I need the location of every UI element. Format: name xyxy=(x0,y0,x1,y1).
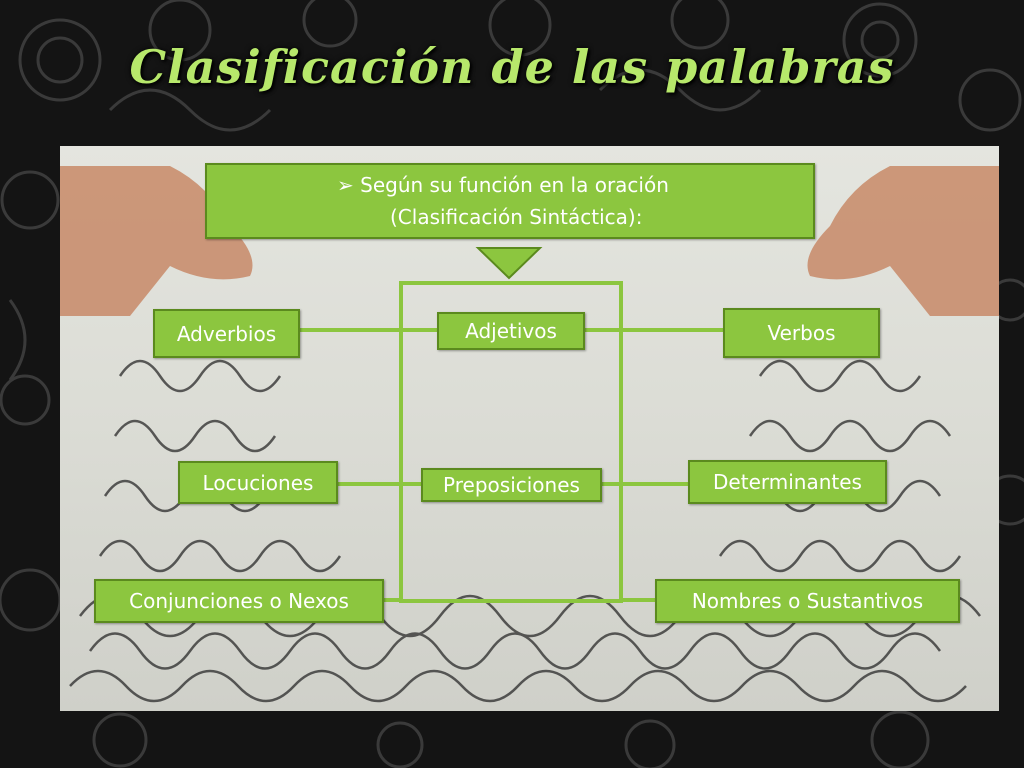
bullet-arrow-icon: ➢ xyxy=(337,173,354,197)
category-verbos: Verbos xyxy=(723,308,880,358)
category-adjetivos: Adjetivos xyxy=(437,312,585,350)
right-hand xyxy=(807,166,999,316)
category-adverbios: Adverbios xyxy=(153,309,300,358)
left-hand xyxy=(60,166,253,316)
category-nombres: Nombres o Sustantivos xyxy=(655,579,960,623)
header-line-1: Según su función en la oración xyxy=(360,173,669,197)
category-determinantes: Determinantes xyxy=(688,460,887,504)
header-line-2: (Clasificación Sintáctica): xyxy=(390,205,643,229)
category-conjunciones: Conjunciones o Nexos xyxy=(94,579,384,623)
category-locuciones: Locuciones xyxy=(178,461,338,504)
slide-title: Clasificación de las palabras xyxy=(129,40,895,94)
classification-header: ➢ Según su función en la oración (Clasif… xyxy=(205,163,815,239)
category-preposiciones: Preposiciones xyxy=(421,468,602,502)
